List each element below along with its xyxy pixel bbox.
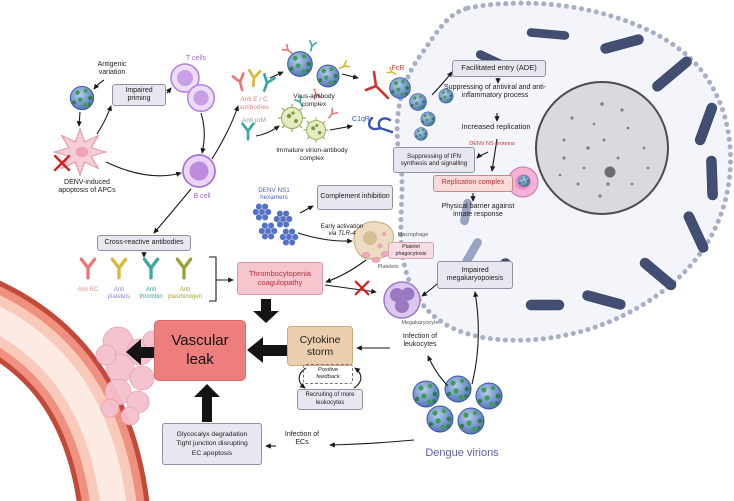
box-replication-complex: Replication complex: [433, 175, 513, 192]
label-anti-platelets: Anti platelets: [107, 287, 131, 301]
c1qr-receptor-icon: [368, 116, 394, 134]
label-denv-ns-proteins: DENV NS proteins: [469, 141, 515, 147]
megakaryocyte-icon: [383, 281, 421, 319]
label-t-cells: T cells: [185, 55, 207, 62]
cross-reactive-antibody-icons: [79, 257, 193, 280]
host-cell: [394, 0, 733, 343]
label-anti-thrombin: Anti thrombin: [139, 287, 163, 301]
box-platelet-phagocytosis: Platelet phagocytosis: [388, 242, 434, 259]
ns1-hexamer-icons: [252, 203, 299, 246]
label-virus-antibody-complex: Virus-antibody complex: [293, 93, 335, 108]
label-anti-prm: Anti prM: [241, 117, 267, 124]
label-anti-ec-antibodies: Anti E / C antibodies: [239, 96, 269, 111]
glycocalyx-line1: Glycocalyx degradation: [176, 431, 248, 439]
box-impaired-megakaryopoiesis: Impaired megakaryopoiesis: [437, 261, 513, 289]
label-megakaryocyte: Megakaryocyte: [401, 320, 439, 326]
glycocalyx-line3: EC apoptosis: [191, 449, 233, 457]
label-macrophage: Macrophage: [397, 232, 429, 238]
label-dengue-virions: Dengue virions: [425, 447, 499, 459]
label-b-cell: B cell: [193, 193, 211, 200]
virus-antibody-complex-icon: [281, 40, 351, 101]
t-cells-icon: [170, 63, 216, 113]
label-platelets: Platelets: [377, 264, 399, 270]
macrophage-icon: [353, 221, 394, 260]
box-impaired-priming: Impaired priming: [112, 84, 166, 106]
box-recruiting-leukocytes: Recruiting of more leukocytes: [297, 389, 363, 410]
box-vascular-leak: Vascular leak: [154, 320, 246, 381]
box-complement-inhibition: Complement inhibition: [317, 185, 393, 210]
glycocalyx-line2: Tight junction disrupting: [176, 440, 248, 448]
fcr-receptor-icon: [364, 70, 390, 100]
box-suppressing-ifn: Suppressing of IFN synthesis and signall…: [393, 147, 475, 173]
label-denv-apoptosis: DENV-induced apoptosis of APCs: [58, 179, 116, 195]
label-physical-barrier: Physical barrier against innate response: [441, 203, 515, 219]
thick-arrows: [126, 299, 287, 422]
red-x-icon: [354, 280, 370, 296]
label-infection-leukocytes: Infection of leukocytes: [402, 333, 438, 349]
label-antigenic-variation: Antigenic variation: [97, 61, 127, 77]
nucleus-icon: [535, 81, 669, 215]
apc-dendritic-cell-icon: [53, 128, 107, 176]
label-increased-replication: Increased replication: [461, 122, 531, 131]
label-suppressing-antiviral: Suppressing of antiviral and anti-inflam…: [444, 84, 546, 100]
box-facilitated-entry: Facilitated entry (ADE): [452, 60, 546, 77]
label-infection-ecs: Infection of ECs: [284, 431, 320, 447]
label-fcr: FcR: [391, 65, 405, 72]
glycocalyx-icon: [95, 326, 162, 426]
blood-vessel-icon: [0, 280, 150, 501]
label-c1qr: C1qR: [352, 116, 370, 123]
label-ns1-hexamers: DENV NS1 hexamers: [258, 187, 290, 202]
box-thrombocytopenia: Thrombocytopenia coagulopathy: [237, 262, 323, 295]
box-cytokine-storm: Cytokine storm: [287, 326, 353, 366]
label-early-activation-line2: via TLR-4: [328, 230, 356, 238]
label-anti-ec: Anti EC: [77, 287, 99, 293]
box-glycocalyx: Glycocalyx degradation Tight junction di…: [162, 423, 262, 465]
b-cell-icon: [182, 154, 216, 188]
label-immature-complex: Immature virion-antibody complex: [276, 147, 348, 162]
dengue-virion-icon: [69, 85, 95, 111]
label-anti-plasminogen: Anti plasminogen: [167, 287, 203, 301]
label-early-activation-line1: Early activation: [320, 223, 364, 230]
box-positive-feedback: Positive feedback: [303, 364, 353, 384]
box-cross-reactive: Cross-reactive antibodies: [97, 235, 191, 251]
dengue-virions-icon: [412, 375, 503, 435]
flow-arrows: [76, 71, 501, 449]
label-early-activation: Early activation via TLR-4: [314, 223, 370, 238]
